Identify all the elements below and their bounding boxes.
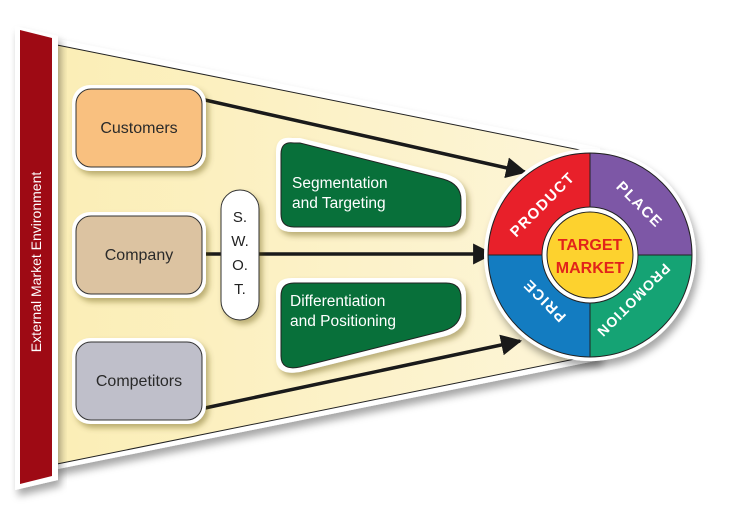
customers-label: Customers: [100, 120, 177, 137]
competitors-box[interactable]: Competitors: [72, 338, 206, 424]
customers-arrow: [204, 98, 528, 179]
strategy-boxes: Segmentation and Targeting Differentiati…: [276, 137, 466, 373]
company-box[interactable]: Company: [72, 212, 206, 298]
differentiation-positioning-box[interactable]: Differentiation and Positioning: [276, 278, 466, 373]
marketing-mix-wheel: PRODUCT PLACE PROMOTION PRICE TARGET MAR…: [484, 149, 696, 361]
differentiation-line2: and Positioning: [290, 313, 396, 330]
input-boxes: Customers Company Competitors: [72, 85, 206, 424]
target-market-line2: MARKET: [556, 260, 625, 277]
segmentation-line1: Segmentation: [292, 175, 388, 192]
customers-box[interactable]: Customers: [72, 85, 206, 171]
company-label: Company: [105, 247, 173, 264]
competitors-arrow: [204, 334, 523, 410]
swot-letter-t: T.: [234, 281, 246, 298]
segmentation-line2: and Targeting: [292, 195, 386, 212]
sidebar-label: External Market Environment: [28, 172, 44, 353]
swot-letter-o: O.: [232, 257, 248, 274]
segmentation-targeting-box[interactable]: Segmentation and Targeting: [276, 137, 466, 232]
external-market-environment-bar: External Market Environment: [15, 26, 58, 490]
competitors-label: Competitors: [96, 373, 182, 390]
swot-letter-s: S.: [233, 209, 247, 226]
swot-letter-w: W.: [231, 233, 249, 250]
target-market-line1: TARGET: [558, 237, 623, 254]
differentiation-line1: Differentiation: [290, 293, 385, 310]
swot-pill[interactable]: S. W. O. T.: [220, 189, 260, 321]
target-market-center[interactable]: [546, 211, 634, 299]
